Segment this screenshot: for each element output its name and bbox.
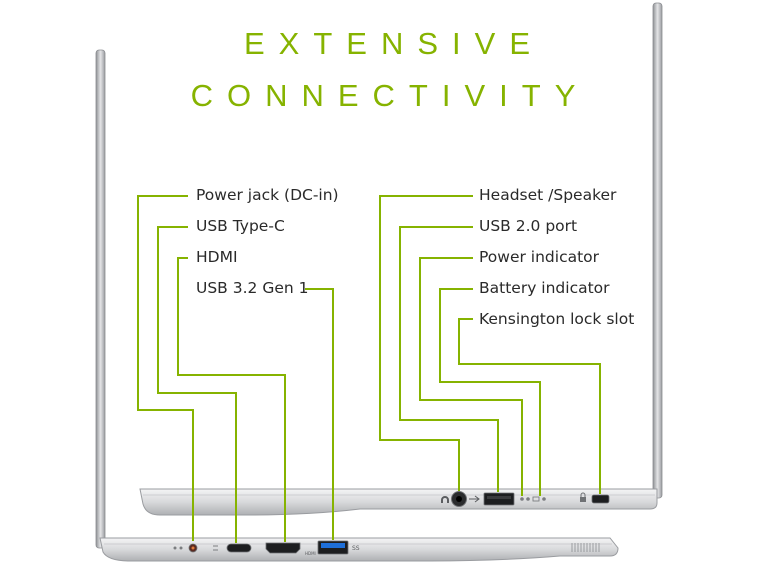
- usb-ss-marking: SS: [352, 545, 360, 552]
- headset-jack: [451, 491, 467, 507]
- label-usb-3-2-gen-1: USB 3.2 Gen 1: [196, 279, 309, 297]
- label-usb-type-c: USB Type-C: [196, 217, 285, 235]
- speaker-vent: [571, 543, 600, 552]
- headset-icon: [441, 496, 449, 503]
- leader-hdmi: [177, 257, 286, 542]
- battery-indicator-led: [532, 496, 546, 502]
- label-hdmi: HDMI: [196, 248, 238, 266]
- kensington-lock-slot: [591, 494, 610, 504]
- leader-battery-indicator: [439, 288, 541, 496]
- hdmi-marking: HDMI: [305, 551, 316, 556]
- usb-3-2-gen-1-port: SS: [317, 540, 360, 555]
- usb-c-port: [213, 543, 252, 553]
- label-usb-2-0-port: USB 2.0 port: [479, 217, 578, 235]
- leader-usb-type-c: [157, 226, 237, 543]
- headline-line-1: EXTENSIVE: [244, 26, 544, 61]
- laptop-right-side-base: [139, 488, 658, 516]
- leader-usb-3-2-gen-1: [305, 288, 334, 540]
- leader-power-indicator: [419, 257, 523, 496]
- label-power-jack: Power jack (DC-in): [196, 186, 339, 204]
- laptop-left-side-base: [99, 537, 619, 562]
- label-battery-indicator: Battery indicator: [479, 279, 610, 297]
- right-lid: [652, 2, 663, 499]
- left-lid: [95, 49, 106, 549]
- label-headset-speaker: Headset /Speaker: [479, 186, 617, 204]
- usb-2-0-port: [483, 492, 515, 506]
- label-kensington-lock-slot: Kensington lock slot: [479, 310, 635, 328]
- headline-line-2: CONNECTIVITY: [190, 78, 590, 113]
- leader-headset-speaker: [379, 195, 473, 491]
- leader-usb-2-0-port: [399, 226, 499, 492]
- leader-power-jack: [137, 195, 194, 541]
- leader-kensington-lock-slot: [458, 318, 601, 494]
- hdmi-port: HDMI: [265, 542, 316, 556]
- label-power-indicator: Power indicator: [479, 248, 600, 266]
- power-indicator-led: [520, 497, 530, 501]
- lock-icon: [580, 492, 586, 502]
- power-jack-port: [173, 543, 198, 553]
- usb-symbol-icon: [469, 495, 480, 503]
